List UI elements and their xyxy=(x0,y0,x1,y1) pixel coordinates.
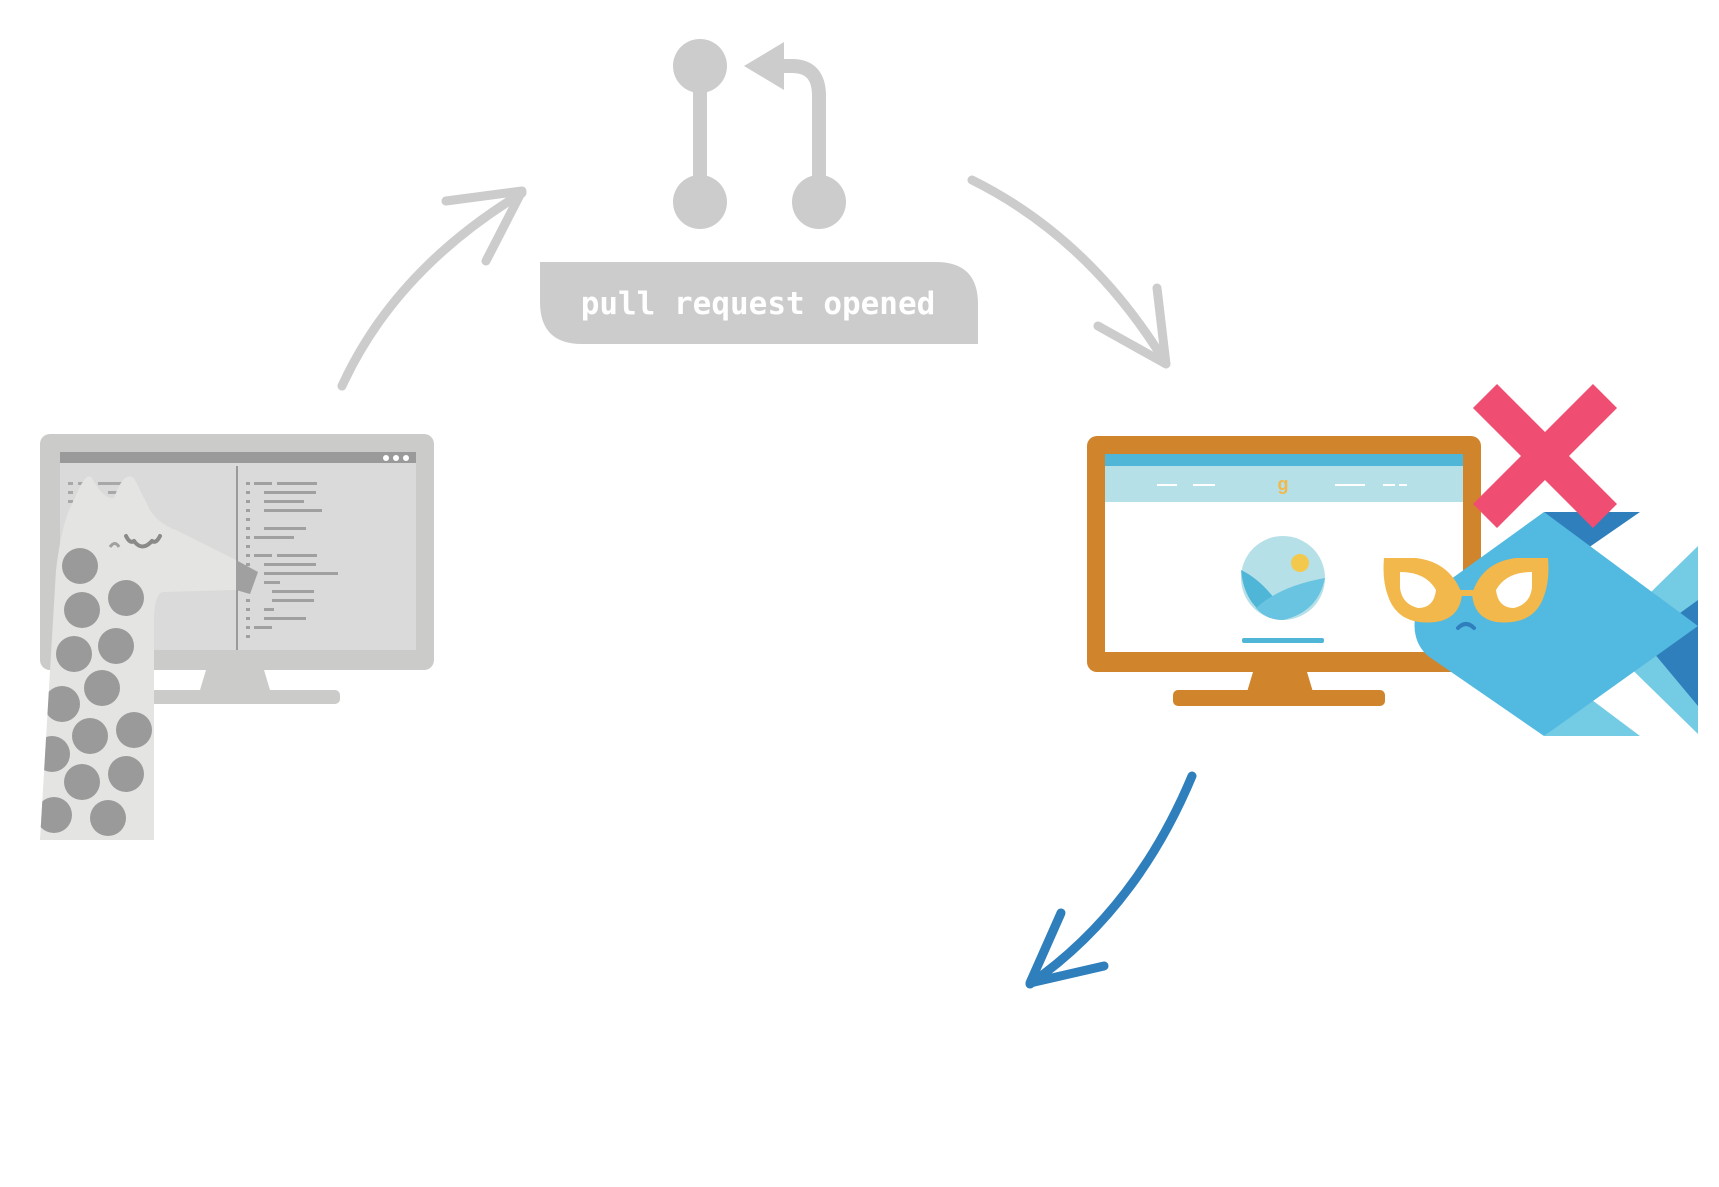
rejected-x-icon xyxy=(1472,383,1618,529)
giraffe-spots xyxy=(40,548,152,836)
arrow-pr-to-review xyxy=(967,175,1171,369)
pull-request-opened-text: pull request opened xyxy=(581,286,936,322)
image-placeholder-icon xyxy=(1241,536,1325,620)
pull-request-label: pull request opened xyxy=(540,262,978,344)
site-logo-text: g xyxy=(1278,474,1289,494)
arrow-review-back-to-dev xyxy=(1025,771,1197,989)
website-preview-monitor-icon: g xyxy=(1087,436,1481,706)
glasses-icon xyxy=(1383,558,1549,623)
fish-with-glasses-icon xyxy=(1383,512,1698,736)
git-pull-request-icon xyxy=(673,39,846,229)
giraffe-developer-icon xyxy=(40,476,258,840)
arrow-dev-to-pr xyxy=(337,186,527,391)
